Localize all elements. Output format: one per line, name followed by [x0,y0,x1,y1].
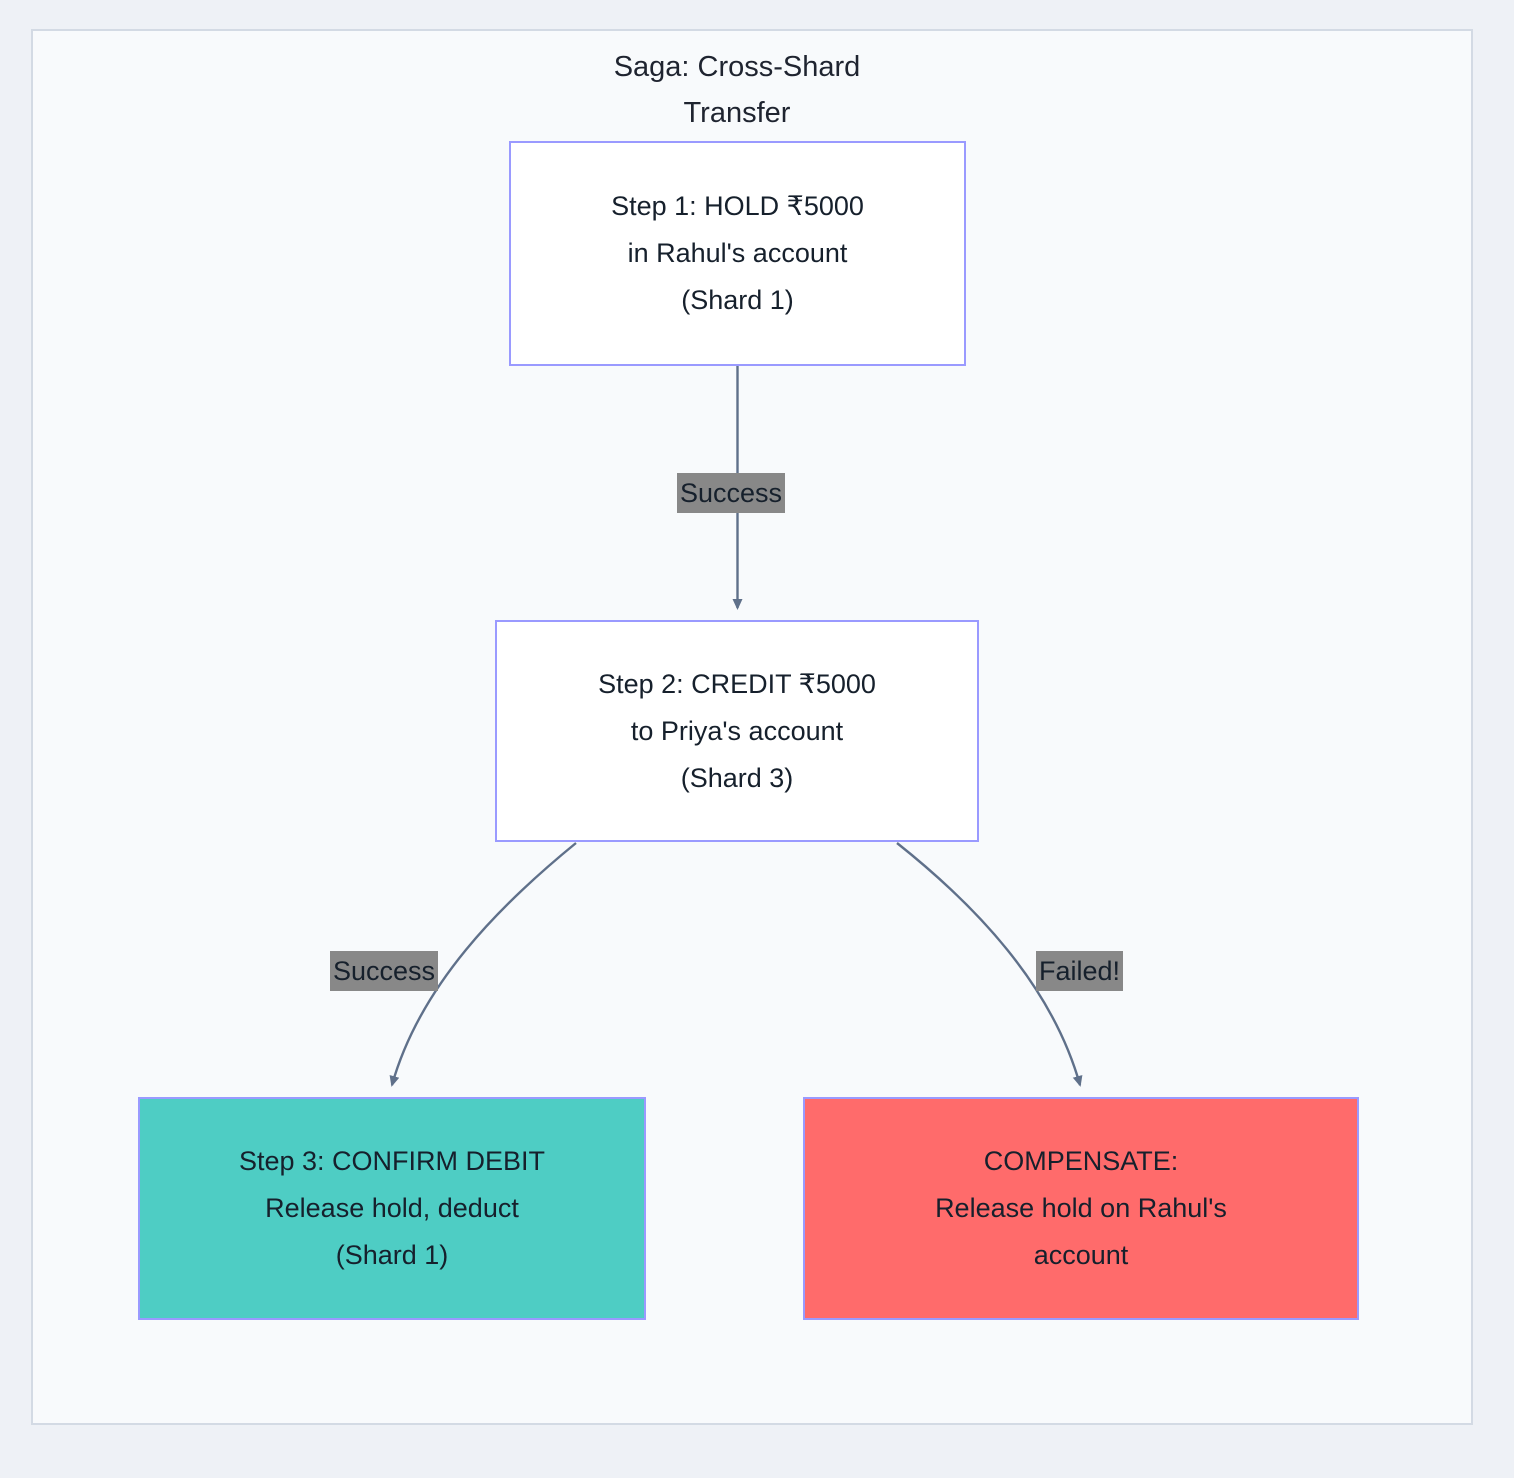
edge-label-failed-step2-compensate: Failed! [1036,951,1124,991]
edge-label-success-step1-step2: Success [677,473,786,513]
node-step3-confirm-debit[interactable]: Step 3: CONFIRM DEBIT Release hold, dedu… [138,1097,646,1320]
node-step1-hold[interactable]: Step 1: HOLD ₹5000 in Rahul's account (S… [509,141,966,366]
node-compensate[interactable]: COMPENSATE: Release hold on Rahul's acco… [803,1097,1359,1320]
edge-label-success-step2-step3: Success [330,951,439,991]
diagram-title: Saga: Cross-Shard Transfer [613,51,861,129]
node-step2-credit[interactable]: Step 2: CREDIT ₹5000 to Priya's account … [495,620,979,842]
